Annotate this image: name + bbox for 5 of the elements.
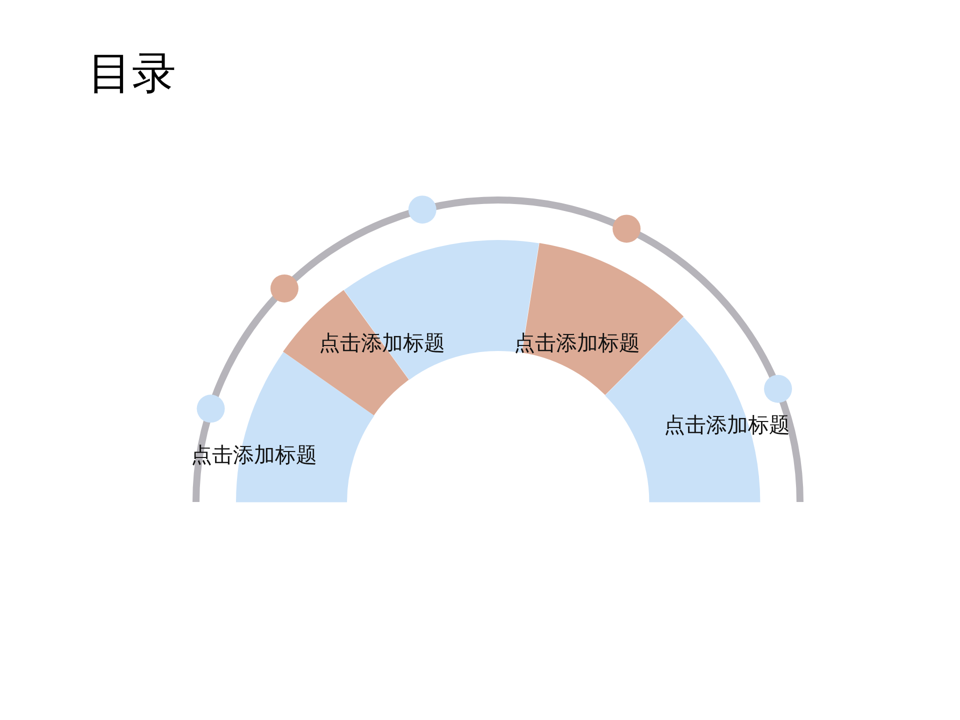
title: 目录 — [88, 47, 176, 101]
segment-label: 点击添加标题 — [664, 412, 790, 439]
segment-label: 点击添加标题 — [514, 330, 640, 357]
segment-label: 点击添加标题 — [191, 442, 317, 469]
segment-label: 点击添加标题 — [318, 330, 445, 357]
